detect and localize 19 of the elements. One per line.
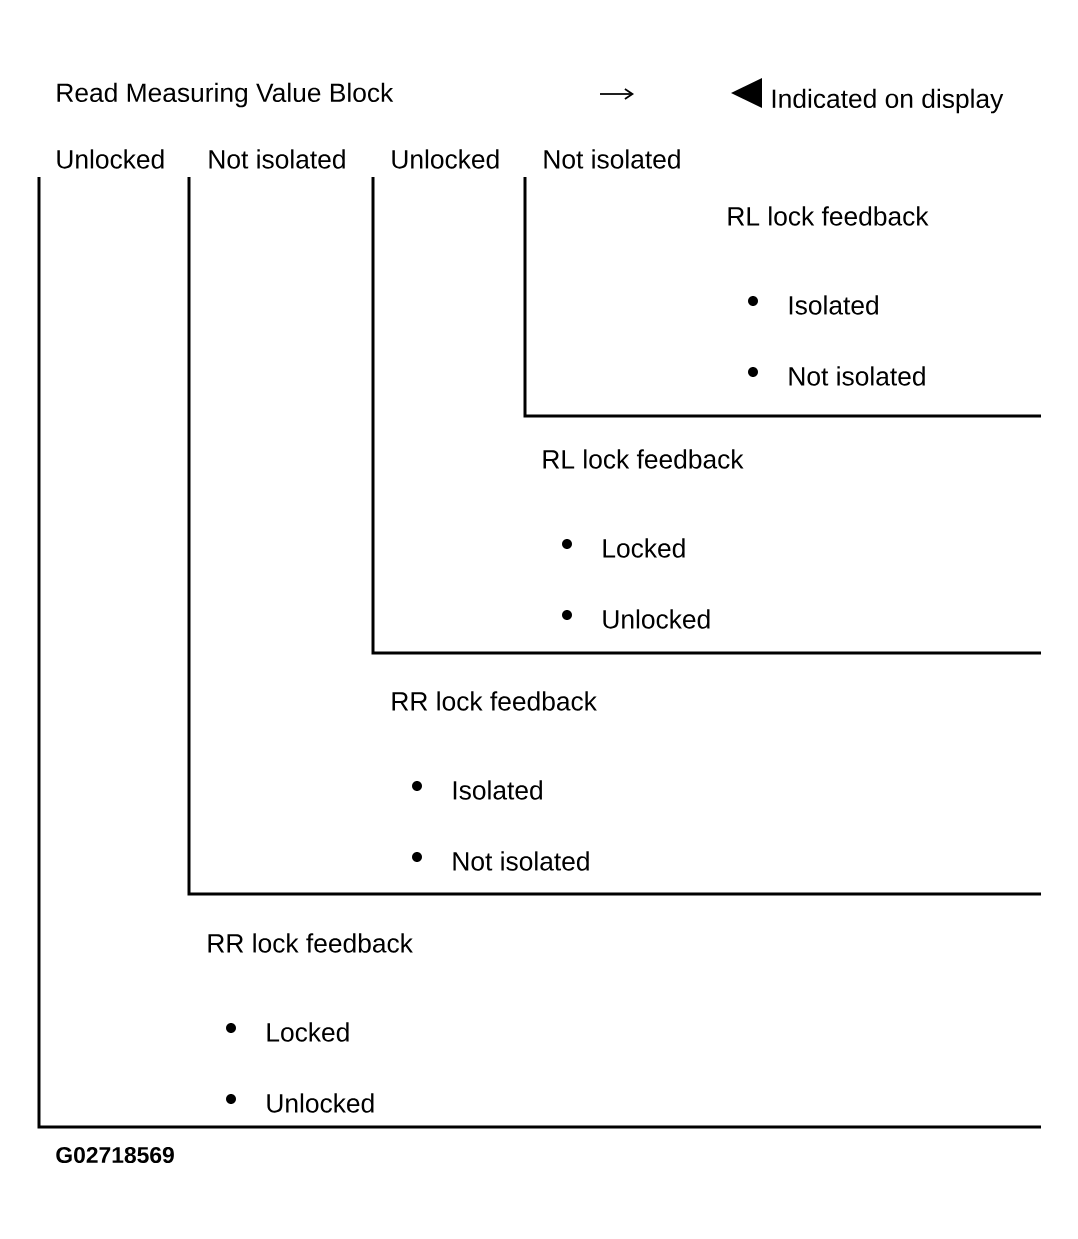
list-item: Not isolated [453, 851, 589, 871]
list-item: Unlocked [603, 609, 710, 629]
column-label: Unlocked [392, 149, 499, 169]
heading-text: Read Measuring Value Block [57, 82, 394, 108]
list-item: Locked [603, 538, 685, 558]
list-item: Locked [267, 1022, 349, 1042]
group-heading: RR lock feedback [208, 933, 413, 953]
column-label: Not isolated [544, 149, 680, 169]
heading-text: Indicated on display [772, 88, 1004, 114]
list-item: Isolated [453, 780, 542, 800]
group-heading: RR lock feedback [392, 691, 597, 711]
list-item: Unlocked [267, 1093, 374, 1113]
list-item: Isolated [789, 295, 878, 315]
group-heading: RL lock feedback [543, 449, 744, 469]
group-heading: RL lock feedback [728, 206, 929, 226]
list-item: Not isolated [789, 366, 925, 386]
column-label: Not isolated [209, 149, 345, 169]
column-label: Unlocked [57, 149, 164, 169]
figure-code: G02718569 [56, 1146, 174, 1164]
